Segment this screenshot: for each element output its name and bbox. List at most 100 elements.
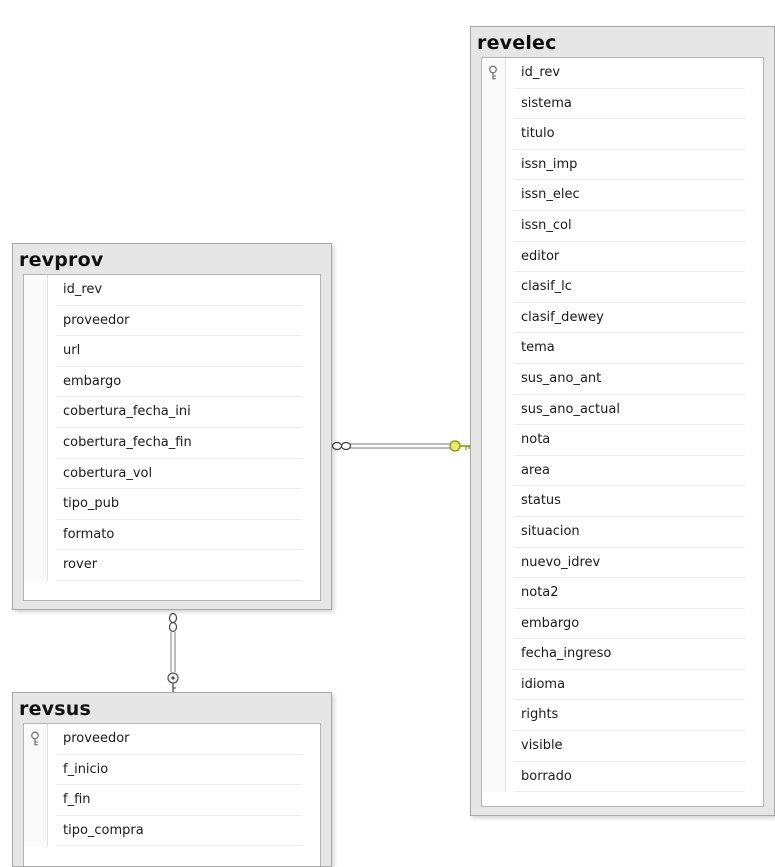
row-selector[interactable] (24, 519, 48, 551)
column-row[interactable]: tipo_pub (24, 489, 320, 520)
row-selector[interactable] (482, 363, 506, 395)
column-row[interactable]: nota2 (482, 578, 763, 609)
row-selector[interactable] (482, 180, 506, 211)
row-selector[interactable] (24, 427, 48, 459)
column-name: issn_elec (521, 187, 580, 203)
row-selector[interactable] (24, 397, 48, 428)
column-name: url (63, 343, 81, 359)
column-row[interactable]: nuevo_idrev (482, 547, 763, 579)
row-selector[interactable] (24, 550, 48, 581)
row-selector[interactable] (482, 669, 506, 701)
column-name: cobertura_fecha_ini (63, 404, 191, 420)
column-row[interactable]: situacion (482, 516, 763, 548)
row-selector[interactable] (482, 761, 506, 793)
row-selector[interactable] (482, 547, 506, 579)
row-selector[interactable] (482, 455, 506, 487)
row-selector[interactable] (482, 394, 506, 426)
row-selector[interactable] (24, 458, 48, 490)
column-row[interactable]: fecha_ingreso (482, 639, 763, 670)
row-selector[interactable] (24, 336, 48, 367)
column-row[interactable]: cobertura_fecha_fin (24, 427, 320, 459)
row-selector[interactable] (482, 425, 506, 456)
column-row[interactable]: issn_elec (482, 180, 763, 211)
row-selector[interactable] (482, 700, 506, 732)
column-name: titulo (521, 126, 555, 142)
column-row[interactable]: editor (482, 241, 763, 273)
row-selector[interactable] (24, 366, 48, 398)
row-selector[interactable] (482, 608, 506, 640)
row-selector[interactable] (482, 486, 506, 517)
column-row[interactable]: idioma (482, 669, 763, 701)
column-row[interactable]: issn_imp (482, 149, 763, 181)
column-row[interactable]: nota (482, 425, 763, 456)
row-selector[interactable] (482, 119, 506, 150)
column-row[interactable]: proveedor (24, 305, 320, 337)
column-row[interactable]: cobertura_vol (24, 458, 320, 490)
column-row[interactable]: cobertura_fecha_ini (24, 397, 320, 428)
column-name: issn_col (521, 217, 572, 233)
row-selector[interactable] (482, 516, 506, 548)
column-name: tema (521, 340, 555, 356)
row-selector[interactable] (24, 305, 48, 337)
row-selector[interactable] (482, 149, 506, 181)
column-row[interactable]: status (482, 486, 763, 517)
column-row[interactable]: f_fin (24, 785, 320, 816)
column-row[interactable]: clasif_dewey (482, 302, 763, 334)
row-selector[interactable] (24, 785, 48, 816)
row-selector[interactable] (482, 333, 506, 364)
column-row[interactable]: tipo_compra (24, 815, 320, 847)
row-selector[interactable] (24, 754, 48, 786)
table-title: revelec (477, 32, 557, 54)
column-row[interactable]: sus_ano_actual (482, 394, 763, 426)
column-row[interactable]: f_inicio (24, 754, 320, 786)
row-selector[interactable] (24, 815, 48, 847)
table-title: revprov (19, 249, 104, 271)
key-end-icon (167, 672, 179, 692)
row-selector[interactable] (482, 88, 506, 120)
row-selector[interactable] (482, 639, 506, 670)
row-selector[interactable] (482, 272, 506, 303)
relationship-revprov-revsus[interactable] (167, 612, 179, 693)
column-name: cobertura_vol (63, 465, 153, 481)
column-name: area (521, 462, 550, 478)
column-row[interactable]: embargo (482, 608, 763, 640)
column-row[interactable]: issn_col (482, 210, 763, 242)
row-selector[interactable] (24, 275, 48, 306)
column-row[interactable]: clasif_lc (482, 272, 763, 303)
column-name: sus_ano_actual (521, 401, 620, 417)
column-row[interactable]: id_rev (482, 58, 763, 89)
column-row[interactable]: borrado (482, 761, 763, 793)
column-name: fecha_ingreso (521, 646, 612, 662)
row-selector[interactable] (482, 302, 506, 334)
column-row[interactable]: rights (482, 700, 763, 732)
column-name: sistema (521, 95, 572, 111)
column-row[interactable]: rover (24, 550, 320, 581)
column-row[interactable]: tema (482, 333, 763, 364)
column-row[interactable]: proveedor (24, 724, 320, 755)
column-row[interactable]: titulo (482, 119, 763, 150)
row-selector[interactable] (24, 489, 48, 520)
row-selector[interactable] (482, 241, 506, 273)
relationship-revprov-revelec[interactable] (331, 440, 471, 452)
column-name: situacion (521, 523, 580, 539)
row-selector[interactable] (482, 210, 506, 242)
column-row[interactable]: id_rev (24, 275, 320, 306)
column-row[interactable]: area (482, 455, 763, 487)
row-selector[interactable] (482, 578, 506, 609)
row-selector[interactable] (482, 731, 506, 762)
column-row[interactable]: visible (482, 731, 763, 762)
column-row[interactable]: sus_ano_ant (482, 363, 763, 395)
column-row[interactable]: sistema (482, 88, 763, 120)
column-row[interactable]: formato (24, 519, 320, 551)
column-row[interactable]: embargo (24, 366, 320, 398)
column-row[interactable]: url (24, 336, 320, 367)
column-name: idioma (521, 676, 566, 692)
primary-key-icon (487, 65, 499, 81)
